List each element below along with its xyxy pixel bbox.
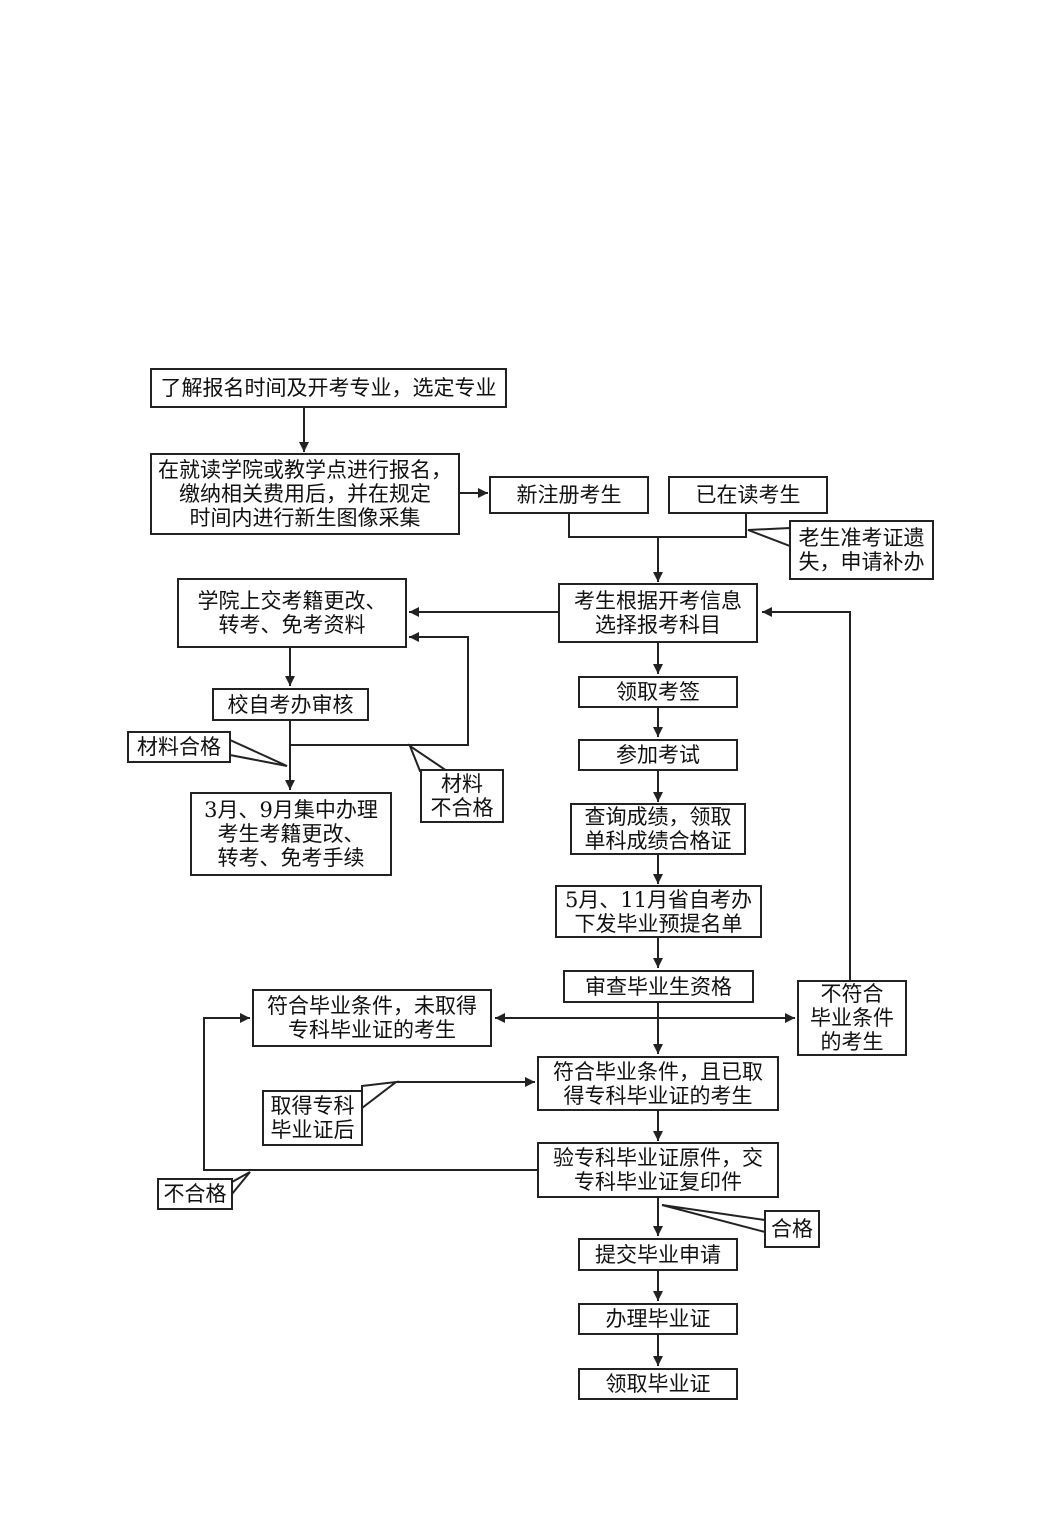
node-handle-procedures: 3月、9月集中办理 考生考籍更改、 转考、免考手续 [190,792,392,876]
callout-pointer-material-fail [407,743,451,772]
node-fail: 不合格 [157,1178,233,1210]
node-learn-schedule: 了解报名时间及开考专业，选定专业 [150,368,507,408]
arrow-not-qualified-loop [762,607,851,980]
callout-pointer-after-diploma [361,1080,400,1111]
node-check-scores: 查询成绩，领取 单科成绩合格证 [570,803,746,855]
connector-student-types [568,512,747,538]
callout-pointer-material-ok [229,738,288,767]
node-receive-certificate: 领取毕业证 [578,1368,738,1400]
node-after-diploma: 取得专科 毕业证后 [262,1090,363,1146]
node-material-ok: 材料合格 [127,731,231,763]
node-pre-graduation-list: 5月、11月省自考办 下发毕业预提名单 [555,885,762,938]
arrow-material-fail-loop [290,632,469,746]
node-verify-diploma: 验专科毕业证原件，交 专科毕业证复印件 [537,1142,779,1198]
node-take-exam: 参加考试 [578,739,738,771]
node-college-submit: 学院上交考籍更改、 转考、免考资料 [177,578,407,648]
callout-pointer-lost-card [747,526,791,548]
node-choose-subjects: 考生根据开考信息 选择报考科目 [558,583,758,643]
node-receive-ticket: 领取考签 [578,676,738,708]
node-current-student: 已在读考生 [668,476,828,514]
node-review-qualification: 审查毕业生资格 [563,970,754,1003]
node-submit-application: 提交毕业申请 [578,1238,738,1271]
node-lost-admission-card: 老生准考证遗 失，申请补办 [789,520,934,580]
arrow-fail-loop [203,1013,537,1171]
node-process-certificate: 办理毕业证 [578,1303,738,1335]
node-register-at-college: 在就读学院或教学点进行报名， 缴纳相关费用后，并在规定 时间内进行新生图像采集 [150,453,460,535]
callout-pointer-pass [661,1204,766,1234]
node-school-review: 校自考办审核 [212,688,369,721]
node-qualified-with-diploma: 符合毕业条件，且已取 得专科毕业证的考生 [537,1056,779,1111]
node-pass: 合格 [764,1210,820,1248]
node-new-student: 新注册考生 [489,476,649,514]
node-material-fail: 材料 不合格 [420,769,504,823]
node-qualified-no-diploma: 符合毕业条件，未取得 专科毕业证的考生 [252,989,492,1047]
node-not-qualified: 不符合 毕业条件 的考生 [797,980,907,1056]
callout-pointer-fail [231,1171,251,1197]
